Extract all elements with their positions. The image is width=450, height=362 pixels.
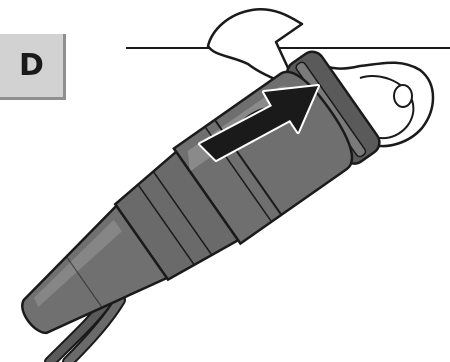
connector-icon [0,47,384,362]
